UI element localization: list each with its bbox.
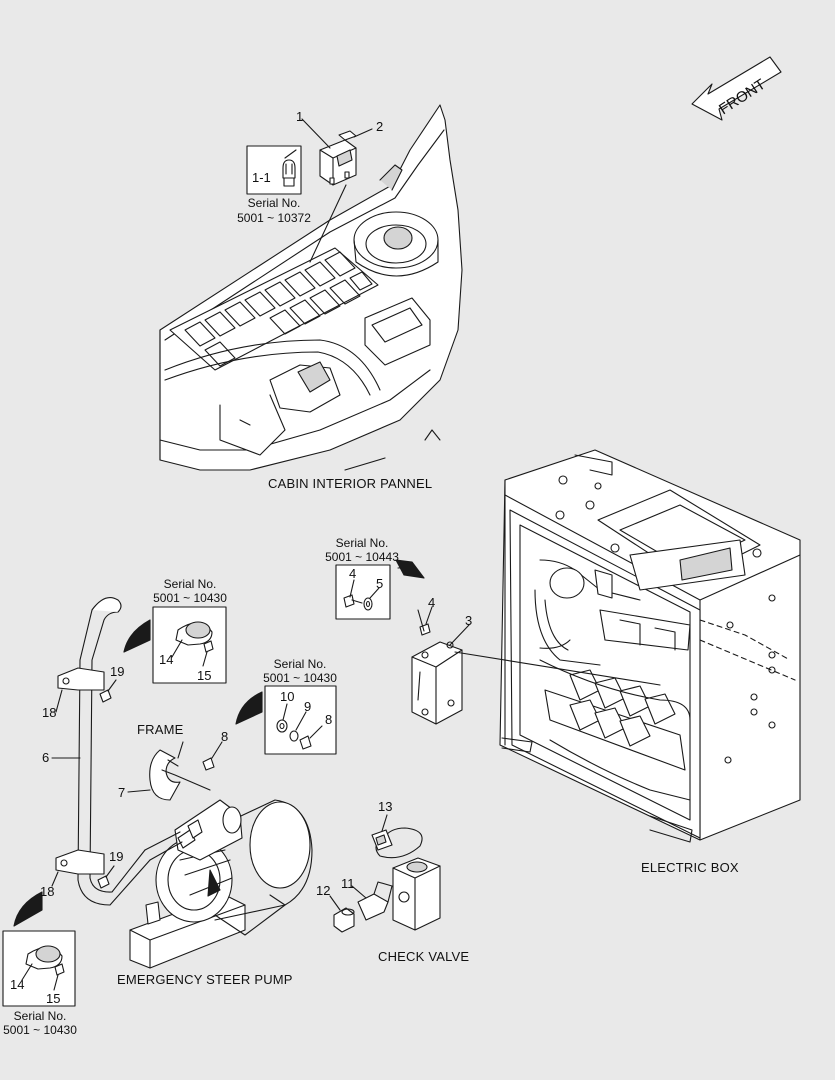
caption-cabin-interior-panel: CABIN INTERIOR PANNEL — [268, 476, 433, 491]
caption-frame: FRAME — [137, 722, 184, 737]
switch-part-1-drawing — [319, 139, 357, 186]
part-number-12: 12 — [316, 883, 331, 898]
part-number-14-low: 14 — [10, 977, 25, 992]
serial-label-low: Serial No. — [13, 1009, 67, 1023]
pipe-part-7-drawing — [149, 749, 211, 801]
caption-electric-box: ELECTRIC BOX — [641, 860, 739, 875]
bolt-part-8-inset-drawing — [299, 725, 323, 750]
part-number-18-upper: 18 — [42, 705, 57, 720]
serial-range-box: 5001 ~ 10443 — [325, 550, 399, 564]
washer-part-9-drawing — [289, 711, 307, 742]
serial-range-cabin: 5001 ~ 10372 — [237, 211, 311, 225]
part-number-1: 1 — [296, 109, 304, 124]
serial-label-box: Serial No. — [335, 536, 389, 550]
part-number-5: 5 — [376, 576, 384, 591]
electric-box-drawing — [499, 449, 801, 843]
part-number-4-inset: 4 — [349, 566, 357, 581]
bolt-part-4-drawing — [417, 609, 431, 636]
caption-emergency-steer-pump: EMERGENCY STEER PUMP — [117, 972, 293, 987]
emergency-steer-pump-drawing — [129, 799, 313, 969]
bolt-part-19-lower-drawing — [97, 865, 115, 889]
bolt-part-15-inset-mid-drawing — [202, 640, 214, 667]
serial-range-washer: 5001 ~ 10430 — [263, 671, 337, 685]
part-number-10: 10 — [280, 689, 295, 704]
part-number-8: 8 — [221, 729, 229, 744]
part-number-15-mid: 15 — [197, 668, 212, 683]
clamp-part-18-lower-drawing — [55, 849, 105, 875]
bolt-part-19-upper-drawing — [99, 679, 117, 703]
washer-part-5-drawing — [363, 587, 380, 611]
serial-range-low: 5001 ~ 10430 — [3, 1023, 77, 1037]
part-number-6: 6 — [42, 750, 50, 765]
serial-range-mid: 5001 ~ 10430 — [153, 591, 227, 605]
coil-part-11-drawing — [351, 881, 393, 921]
cap-part-12-drawing — [329, 895, 355, 933]
part-number-9: 9 — [304, 699, 312, 714]
bolt-part-4-inset-drawing — [343, 579, 363, 608]
bolt-part-15-inset-low-drawing — [53, 963, 65, 991]
serial-label-mid: Serial No. — [163, 577, 217, 591]
switch-slots — [184, 251, 373, 367]
part-number-4: 4 — [428, 595, 436, 610]
clamp-part-14-inset-low-drawing — [21, 945, 63, 981]
serial-label-washer: Serial No. — [273, 657, 327, 671]
cabin-interior-panel-drawing — [159, 104, 463, 471]
clamp-part-18-upper-drawing — [57, 667, 105, 691]
bolt-part-8-frame-drawing — [202, 741, 223, 771]
part-number-18-lower: 18 — [40, 884, 55, 899]
part-number-19-lower: 19 — [109, 849, 124, 864]
connector-part-13-drawing — [371, 814, 423, 859]
part-number-11: 11 — [341, 876, 355, 891]
part-number-3: 3 — [465, 613, 473, 628]
front-direction-arrow-icon — [691, 56, 782, 121]
part-number-14-mid: 14 — [159, 652, 174, 667]
part-number-7: 7 — [118, 785, 126, 800]
clamp-part-14-inset-mid-drawing — [171, 621, 213, 658]
part-number-1-1: 1-1 — [252, 170, 271, 185]
part-number-13: 13 — [378, 799, 393, 814]
part-number-8-inset: 8 — [325, 712, 333, 727]
part-number-19-upper: 19 — [110, 664, 125, 679]
bulb-part-1-1-drawing — [282, 149, 297, 187]
washer-part-10-drawing — [276, 703, 288, 733]
part-number-15-low: 15 — [46, 991, 61, 1006]
cover-part-2-drawing — [338, 130, 357, 141]
part-number-2: 2 — [376, 119, 384, 134]
control-unit-part-3-drawing — [411, 641, 463, 725]
hose-part-6-drawing — [77, 597, 183, 906]
check-valve-drawing — [392, 857, 441, 931]
serial-label-cabin: Serial No. — [247, 196, 301, 210]
caption-check-valve: CHECK VALVE — [378, 949, 470, 964]
